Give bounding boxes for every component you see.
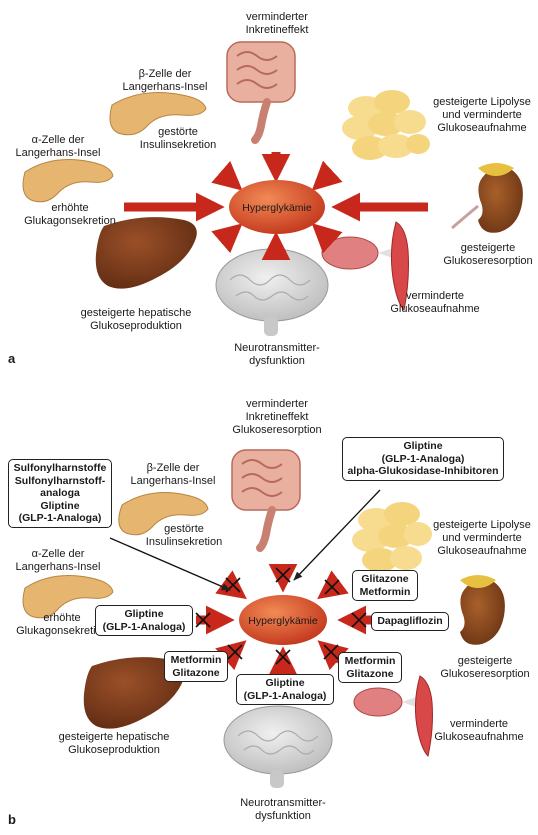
label-lipolyse-a: gesteigerte Lipolyse und verminderte Glu… <box>433 96 531 134</box>
label-hepatisch-b: gesteigerte hepatische Glukoseproduktion <box>58 731 170 756</box>
drug-box-metformin-glitazone-left: Metformin Glitazone <box>164 651 228 682</box>
fat-tissue-icon <box>342 90 430 160</box>
label-alpha-b: α-Zelle der Langerhans-Insel <box>15 548 101 573</box>
panel-label-a: a <box>8 351 16 366</box>
fat-tissue-icon <box>352 502 432 572</box>
drug-box-dapagliflozin: Dapagliflozin <box>371 612 449 631</box>
label-glukagon-a: erhöhte Glukagonsekretion <box>24 202 116 227</box>
label-aufnahme-a: verminderte Glukoseaufnahme <box>390 290 480 315</box>
label-beta-a: β-Zelle der Langerhans-Insel <box>122 68 208 93</box>
label-beta-b: β-Zelle der Langerhans-Insel <box>130 462 216 487</box>
label-resorption-a: gesteigerte Glukoseresorption <box>443 242 533 267</box>
panel-b <box>22 449 505 788</box>
brain-icon <box>223 705 333 788</box>
label-lipolyse-b: gesteigerte Lipolyse und verminderte Glu… <box>433 519 531 557</box>
drug-box-gliptine-alpha-glukosidase: Gliptine (GLP-1-Analoga) alpha-Glukosida… <box>342 437 504 481</box>
drug-box-sulfonylharnstoffe: Sulfonylharnstoffe Sulfonylharnstoff- an… <box>8 459 112 528</box>
drug-box-glitazone-metformin: Glitazone Metformin <box>352 570 418 601</box>
kidney-icon <box>451 163 523 233</box>
panel-a <box>22 41 523 336</box>
panel-label-b: b <box>8 812 16 827</box>
liver-icon <box>83 657 185 729</box>
kidney-icon <box>460 575 505 645</box>
drug-box-gliptine-bottom: Gliptine (GLP-1-Analoga) <box>236 674 334 705</box>
pancreas-alpha-icon <box>22 159 114 203</box>
pointer-arrows <box>109 489 381 591</box>
hub-b <box>239 595 327 645</box>
label-alpha-a: α-Zelle der Langerhans-Insel <box>15 134 101 159</box>
brain-icon <box>215 248 329 336</box>
pancreas-beta-icon <box>109 92 207 136</box>
label-hepatisch-a: gesteigerte hepatische Glukoseproduktion <box>80 307 192 332</box>
label-insulin-a: gestörte Insulinsekretion <box>139 126 217 151</box>
hub-a <box>229 180 325 234</box>
pancreas-beta-icon <box>118 492 209 536</box>
label-aufnahme-b: verminderte Glukoseaufnahme <box>434 718 524 743</box>
hub-label-b: Hyperglykämie <box>248 615 318 627</box>
label-inkretin-a: verminderter Inkretineffekt <box>245 11 309 36</box>
arrows-a <box>124 152 428 261</box>
label-resorption-b: gesteigerte Glukoseresorption <box>440 655 530 680</box>
label-neuro-b: Neurotransmitter- dysfunktion <box>240 797 326 822</box>
hub-label-a: Hyperglykämie <box>242 202 312 214</box>
intestine-icon <box>231 449 301 552</box>
drug-box-metformin-glitazone-right: Metformin Glitazone <box>338 652 402 683</box>
label-inkretin-b: verminderter Inkretineffekt Glukoseresor… <box>232 398 322 436</box>
label-insulin-b: gestörte Insulinsekretion <box>145 523 223 548</box>
label-neuro-a: Neurotransmitter- dysfunktion <box>234 342 320 367</box>
intestine-icon <box>226 41 296 144</box>
muscle-icon <box>353 675 433 758</box>
drug-box-gliptine-left: Gliptine (GLP-1-Analoga) <box>95 605 193 636</box>
label-glukagon-b: erhöhte Glukagonsekretion <box>16 612 108 637</box>
liver-icon <box>95 217 197 289</box>
pancreas-alpha-icon <box>22 575 114 619</box>
